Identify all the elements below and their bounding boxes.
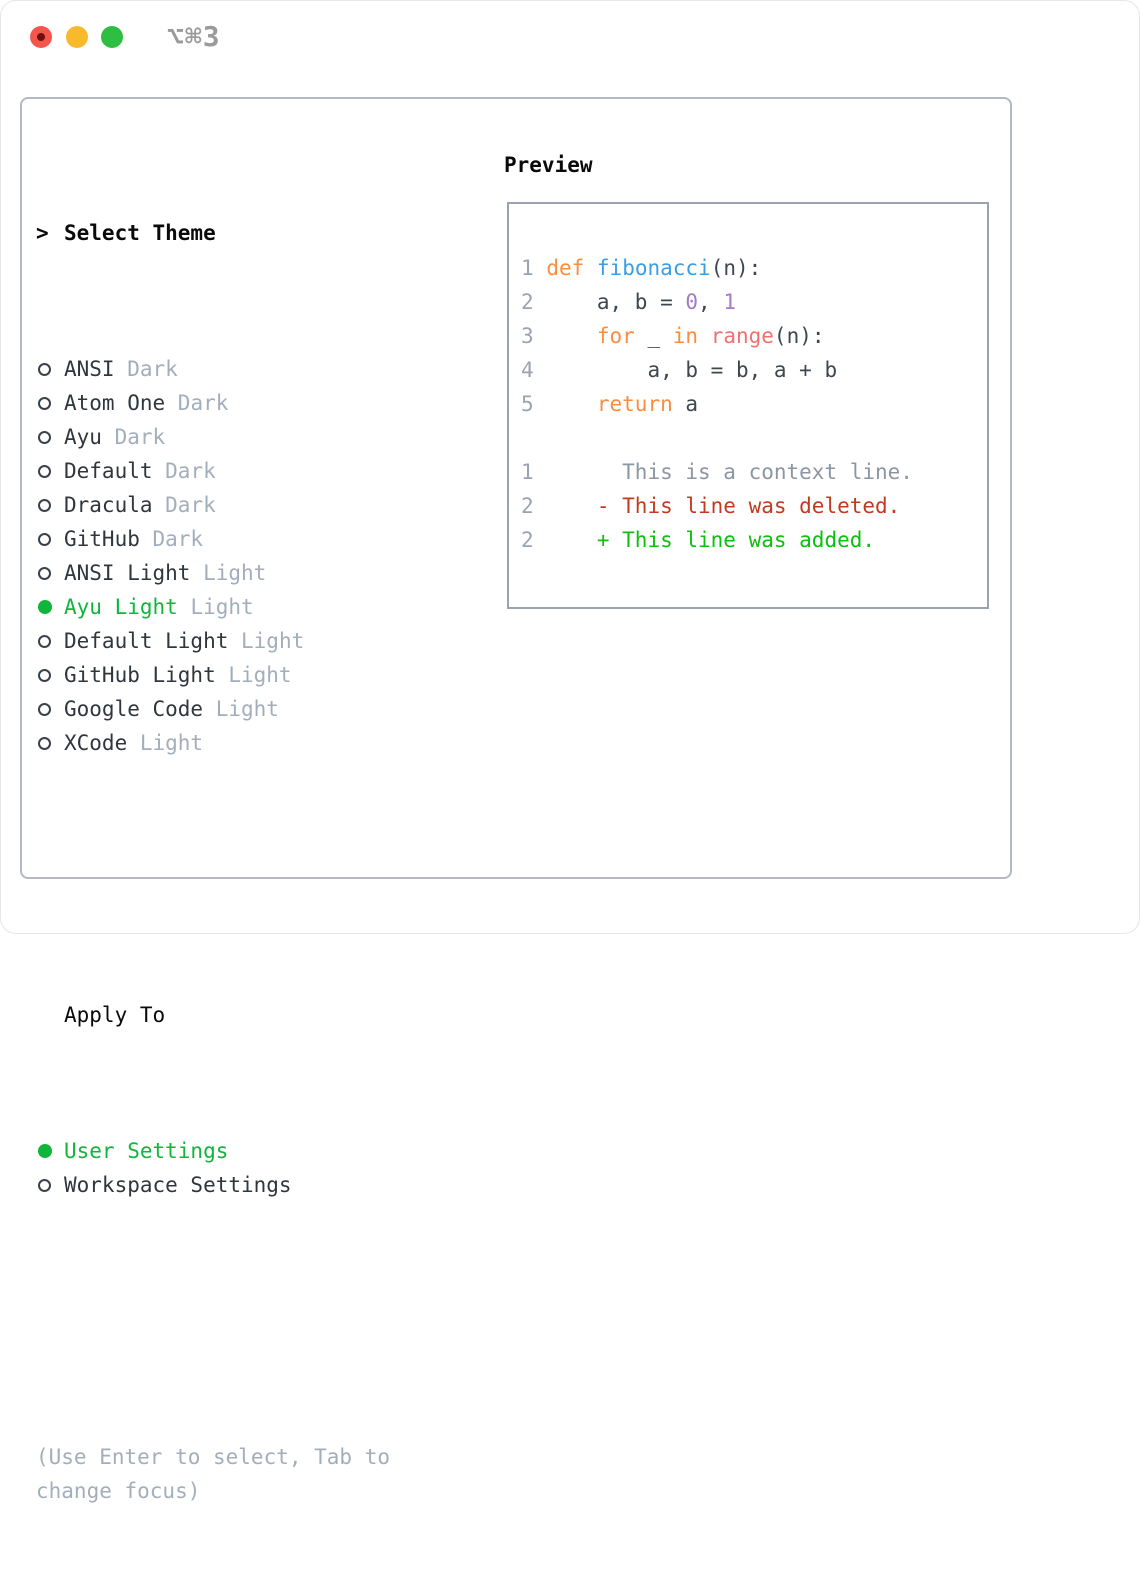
radio-unselected-icon bbox=[38, 498, 51, 512]
hint-text: (Use Enter to select, Tab to change focus… bbox=[36, 1440, 390, 1508]
code-line: 2 a, b = 0, 1 bbox=[521, 290, 736, 314]
close-button-dot-icon bbox=[37, 33, 45, 41]
apply-to-heading-label: Apply To bbox=[64, 1003, 166, 1027]
code-line: 2 + This line was added. bbox=[521, 528, 876, 552]
select-theme-heading-label: Select Theme bbox=[64, 221, 216, 245]
apply-to-heading: Apply To bbox=[36, 998, 390, 1032]
preview-box: 1 def fibonacci(n): 2 a, b = 0, 1 3 for _ … bbox=[507, 202, 989, 609]
hint-line: change focus) bbox=[36, 1479, 201, 1503]
theme-variant-tag: Dark bbox=[165, 459, 216, 483]
apply-option-workspace-settings[interactable]: Workspace Settings bbox=[36, 1168, 390, 1202]
code-line: 4 a, b = b, a + b bbox=[521, 358, 838, 382]
theme-variant-tag: Dark bbox=[165, 493, 216, 517]
radio-unselected-icon bbox=[38, 1178, 51, 1192]
theme-option-ayu-light[interactable]: Ayu Light Light bbox=[36, 590, 390, 624]
theme-variant-tag: Dark bbox=[152, 527, 204, 551]
theme-option-label: Google Code bbox=[64, 697, 204, 721]
maximize-button[interactable] bbox=[101, 26, 123, 48]
theme-variant-tag: Light bbox=[203, 561, 267, 585]
spacer bbox=[36, 862, 390, 896]
theme-option-github[interactable]: GitHub Dark bbox=[36, 522, 390, 556]
spacer bbox=[36, 1304, 390, 1338]
radio-unselected-icon bbox=[38, 532, 51, 546]
theme-option-default[interactable]: Default Dark bbox=[36, 454, 390, 488]
theme-option-label: ANSI bbox=[64, 357, 115, 381]
radio-unselected-icon bbox=[38, 464, 51, 478]
theme-option-ansi[interactable]: ANSI Dark bbox=[36, 352, 390, 386]
radio-selected-icon bbox=[38, 1144, 52, 1158]
theme-option-github-light[interactable]: GitHub Light Light bbox=[36, 658, 390, 692]
theme-option-label: XCode bbox=[64, 731, 128, 755]
theme-variant-tag: Dark bbox=[127, 357, 178, 381]
theme-option-xcode[interactable]: XCode Light bbox=[36, 726, 390, 760]
preview-code: 1 def fibonacci(n): 2 a, b = 0, 1 3 for _ … bbox=[521, 251, 987, 557]
theme-option-google-code[interactable]: Google Code Light bbox=[36, 692, 390, 726]
theme-option-ayu[interactable]: Ayu Dark bbox=[36, 420, 390, 454]
radio-unselected-icon bbox=[38, 668, 51, 682]
theme-variant-tag: Light bbox=[190, 595, 254, 619]
select-theme-heading: > Select Theme bbox=[36, 216, 390, 250]
theme-option-label: GitHub bbox=[64, 527, 140, 551]
theme-option-label: Ayu Light bbox=[64, 595, 178, 619]
apply-option-label: User Settings bbox=[64, 1139, 229, 1163]
close-button[interactable] bbox=[30, 26, 52, 48]
code-line: 5 return a bbox=[521, 392, 699, 416]
radio-unselected-icon bbox=[38, 702, 51, 716]
theme-variant-tag: Dark bbox=[114, 425, 166, 449]
theme-option-label: ANSI Light bbox=[64, 561, 191, 585]
radio-unselected-icon bbox=[38, 634, 51, 648]
code-line: 1 def fibonacci(n): bbox=[521, 256, 762, 280]
code-line bbox=[521, 421, 987, 455]
apply-option-label: Workspace Settings bbox=[64, 1173, 292, 1197]
minimize-button[interactable] bbox=[66, 26, 88, 48]
theme-option-label: Default bbox=[64, 459, 153, 483]
radio-unselected-icon bbox=[38, 566, 51, 580]
theme-option-ansi-light[interactable]: ANSI Light Light bbox=[36, 556, 390, 590]
preview-heading: Preview bbox=[504, 153, 593, 177]
theme-option-label: GitHub Light bbox=[64, 663, 216, 687]
theme-option-label: Ayu bbox=[64, 425, 102, 449]
theme-option-label: Default Light bbox=[64, 629, 229, 653]
cursor-marker-icon: > bbox=[36, 221, 49, 245]
hint-line: (Use Enter to select, Tab to bbox=[36, 1445, 391, 1469]
apply-option-user-settings[interactable]: User Settings bbox=[36, 1134, 390, 1168]
theme-variant-tag: Light bbox=[241, 629, 305, 653]
theme-option-label: Dracula bbox=[64, 493, 153, 517]
code-line: 3 for _ in range(n): bbox=[521, 324, 825, 348]
theme-variant-tag: Light bbox=[228, 663, 292, 687]
theme-option-default-light[interactable]: Default Light Light bbox=[36, 624, 390, 658]
radio-unselected-icon bbox=[38, 736, 51, 750]
window-title: ⌥⌘3 bbox=[167, 20, 221, 53]
code-line: 1 This is a context line. bbox=[521, 460, 913, 484]
radio-unselected-icon bbox=[38, 396, 51, 410]
theme-option-dracula[interactable]: Dracula Dark bbox=[36, 488, 390, 522]
radio-selected-icon bbox=[38, 600, 52, 614]
radio-unselected-icon bbox=[38, 430, 51, 444]
theme-option-atom-one[interactable]: Atom One Dark bbox=[36, 386, 390, 420]
theme-variant-tag: Dark bbox=[177, 391, 229, 415]
code-line: 2 - This line was deleted. bbox=[521, 494, 901, 518]
theme-variant-tag: Light bbox=[215, 697, 279, 721]
theme-variant-tag: Light bbox=[139, 731, 204, 755]
radio-unselected-icon bbox=[38, 362, 51, 376]
theme-option-label: Atom One bbox=[64, 391, 166, 415]
